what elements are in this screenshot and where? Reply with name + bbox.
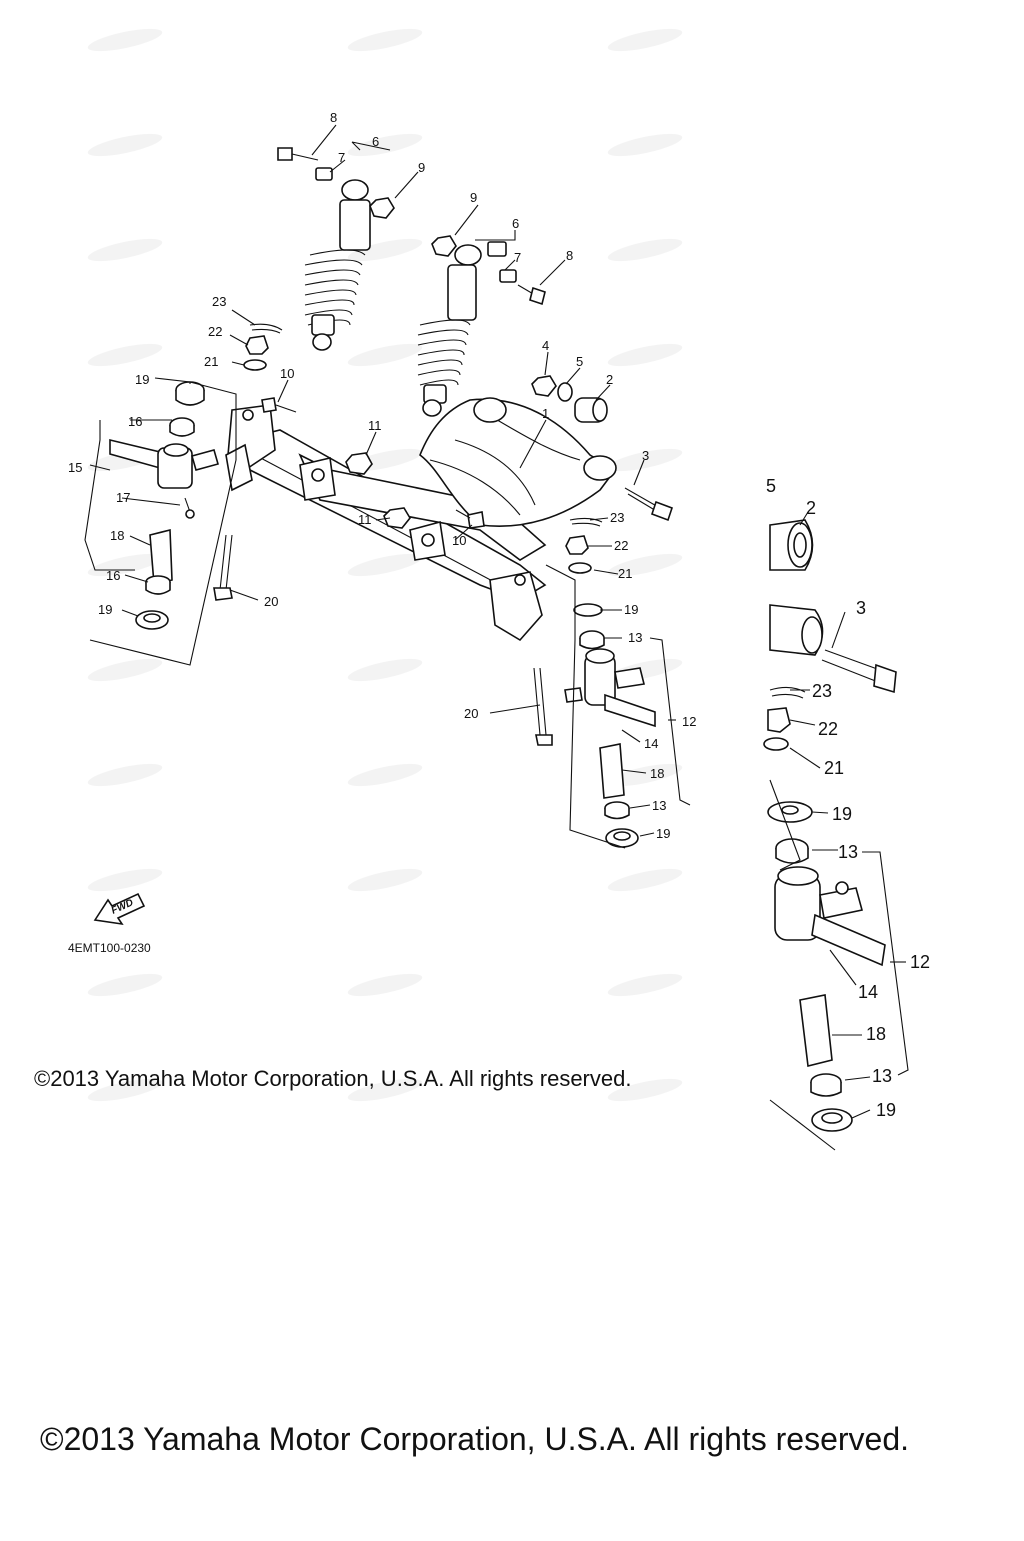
watermark-tile: [607, 448, 683, 472]
leader-lines: [84, 124, 909, 1151]
detail-callout-13: 13: [838, 842, 858, 862]
watermark-tile: [87, 973, 163, 997]
watermark-tile: [87, 238, 163, 262]
callout-13b: 13: [652, 798, 666, 813]
callout-1: 1: [542, 406, 549, 421]
detail-callout-3: 3: [856, 598, 866, 618]
callout-14: 14: [644, 736, 658, 751]
callout-10b: 10: [452, 533, 466, 548]
watermark-tile: [87, 1078, 163, 1102]
callout-7: 7: [338, 150, 345, 165]
callout-18: 18: [110, 528, 124, 543]
callout-6b: 6: [512, 216, 519, 231]
watermark-tile: [347, 973, 423, 997]
callout-22: 22: [208, 324, 222, 339]
watermark-tile: [347, 28, 423, 52]
hardware: [213, 147, 674, 746]
callout-20b: 20: [464, 706, 478, 721]
detail-callout-2: 2: [806, 498, 816, 518]
watermark-tile: [87, 658, 163, 682]
watermark-tile: [347, 763, 423, 787]
front-arm-assembly: [225, 397, 617, 642]
left-knuckle-assembly: [109, 381, 219, 630]
watermark-tile: [87, 553, 163, 577]
detail-callout-14: 14: [858, 982, 878, 1002]
watermark-tile: [607, 343, 683, 367]
watermark-tile: [607, 553, 683, 577]
watermark-tile: [347, 343, 423, 367]
shock-absorber-right: [417, 244, 482, 417]
watermark-tile: [87, 28, 163, 52]
watermark-tile: [347, 238, 423, 262]
callout-19c: 19: [624, 602, 638, 617]
detail-callout-19: 19: [832, 804, 852, 824]
detail-callout-5: 5: [766, 476, 776, 496]
detail-callout-21: 21: [824, 758, 844, 778]
watermark-tile: [607, 238, 683, 262]
callout-3: 3: [642, 448, 649, 463]
detail-callouts: 5 2 3 23 22 21 19 13 12 14 18 13 19: [766, 476, 930, 1120]
callout-9b: 9: [470, 190, 477, 205]
callout-5: 5: [576, 354, 583, 369]
callout-19: 19: [135, 372, 149, 387]
watermark-tile: [87, 343, 163, 367]
detail-callout-23: 23: [812, 681, 832, 701]
callout-21: 21: [204, 354, 218, 369]
copyright-footer: ©2013 Yamaha Motor Corporation, U.S.A. A…: [40, 1421, 909, 1457]
watermark-tile: [347, 553, 423, 577]
watermark-tile: [347, 1078, 423, 1102]
callout-13: 13: [628, 630, 642, 645]
watermark-tile: [347, 133, 423, 157]
detail-callout-19b: 19: [876, 1100, 896, 1120]
right-knuckle-assembly: [564, 603, 656, 848]
detail-callout-22: 22: [818, 719, 838, 739]
watermark-tile: [607, 1078, 683, 1102]
callout-21b: 21: [618, 566, 632, 581]
callout-11: 11: [368, 418, 382, 433]
callout-20: 20: [264, 594, 278, 609]
callout-8b: 8: [566, 248, 573, 263]
watermark-tile: [607, 133, 683, 157]
callout-6: 6: [372, 134, 379, 149]
watermark-tile: [607, 868, 683, 892]
callout-7b: 7: [514, 250, 521, 265]
watermark-tile: [347, 868, 423, 892]
callout-18b: 18: [650, 766, 664, 781]
watermark-tile: [607, 973, 683, 997]
callout-22b: 22: [614, 538, 628, 553]
callout-9: 9: [418, 160, 425, 175]
watermark-tile: [347, 658, 423, 682]
detail-callout-12: 12: [910, 952, 930, 972]
callout-16: 16: [128, 414, 142, 429]
callout-19b: 19: [98, 602, 112, 617]
callout-10: 10: [280, 366, 294, 381]
callout-15: 15: [68, 460, 82, 475]
callout-12: 12: [682, 714, 696, 729]
callout-16b: 16: [106, 568, 120, 583]
callout-23b: 23: [610, 510, 624, 525]
watermark-tile: [87, 133, 163, 157]
watermark-tile: [87, 763, 163, 787]
callout-2: 2: [606, 372, 613, 387]
callout-4: 4: [542, 338, 549, 353]
fwd-arrow: FWD: [93, 892, 146, 926]
callout-23: 23: [212, 294, 226, 309]
callout-17: 17: [116, 490, 130, 505]
callout-8: 8: [330, 110, 337, 125]
detail-callout-18: 18: [866, 1024, 886, 1044]
watermark-pattern: [87, 28, 683, 1102]
callout-11b: 11: [358, 512, 372, 527]
shock-absorber-left: [304, 179, 371, 351]
copyright-inline: ©2013 Yamaha Motor Corporation, U.S.A. A…: [34, 1066, 631, 1091]
main-callouts: 8 6 7 9 9 6 7 8 23 22 21 10 19 16 15 17 …: [68, 110, 696, 841]
watermark-tile: [607, 763, 683, 787]
detail-callout-13b: 13: [872, 1066, 892, 1086]
watermark-tile: [87, 868, 163, 892]
diagram-code: 4EMT100-0230: [68, 941, 151, 955]
watermark-tile: [607, 28, 683, 52]
callout-19d: 19: [656, 826, 670, 841]
